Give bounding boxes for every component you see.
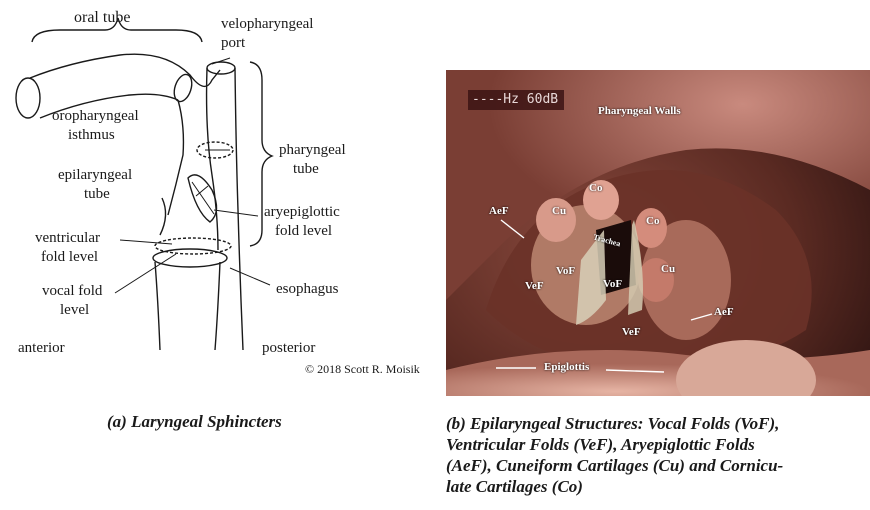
velopharyngeal-port-label: port: [221, 34, 245, 52]
velopharyngeal-port-ring: [207, 62, 235, 74]
oral-tube-label: oral tube: [74, 9, 130, 27]
epilaryngeal-tube-label: tube: [84, 185, 110, 203]
oropharyngeal-label: oropharyngeal: [52, 107, 139, 125]
caption-b-line-2: Ventricular Folds (VeF), Aryepiglottic F…: [446, 434, 870, 455]
laryngeal-sphincters-diagram: [0, 0, 440, 400]
vocal-level-label: level: [60, 301, 89, 319]
vocal-fold-label: vocal fold: [42, 282, 102, 300]
epilaryngeal-label: epilaryngeal: [58, 166, 132, 184]
pharyngeal-label: pharyngeal: [279, 141, 346, 159]
label-leader-lines: [446, 70, 870, 396]
copyright-text: © 2018 Scott R. Moisik: [305, 362, 420, 377]
vocal-fold-ring: [153, 249, 227, 267]
caption-b-line-4: late Cartilages (Co): [446, 476, 870, 497]
trachea: [155, 262, 220, 350]
caption-b: (b) Epilaryngeal Structures: Vocal Folds…: [446, 413, 870, 497]
ventricular-label: ventricular: [35, 229, 100, 247]
esophagus-label: esophagus: [276, 280, 339, 298]
caption-b-line-3: (AeF), Cuneiform Cartilages (Cu) and Cor…: [446, 455, 870, 476]
ventricular-level-label: fold level: [41, 248, 98, 266]
posterior-label: posterior: [262, 339, 315, 357]
pharyngeal-tube-label: tube: [293, 160, 319, 178]
laryngoscopy-photo: ----Hz 60dB Pharyngeal Walls Co AeF Cu C…: [446, 70, 870, 396]
aryepiglottic-label: aryepiglottic: [264, 203, 340, 221]
oral-tube-opening: [16, 78, 40, 118]
caption-b-line-1: (b) Epilaryngeal Structures: Vocal Folds…: [446, 413, 870, 434]
isthmus-label: isthmus: [68, 126, 115, 144]
aryepiglottic-level-label: fold level: [275, 222, 332, 240]
caption-a: (a) Laryngeal Sphincters: [107, 412, 282, 432]
anterior-label: anterior: [18, 339, 65, 357]
velopharyngeal-label: velopharyngeal: [221, 15, 313, 33]
